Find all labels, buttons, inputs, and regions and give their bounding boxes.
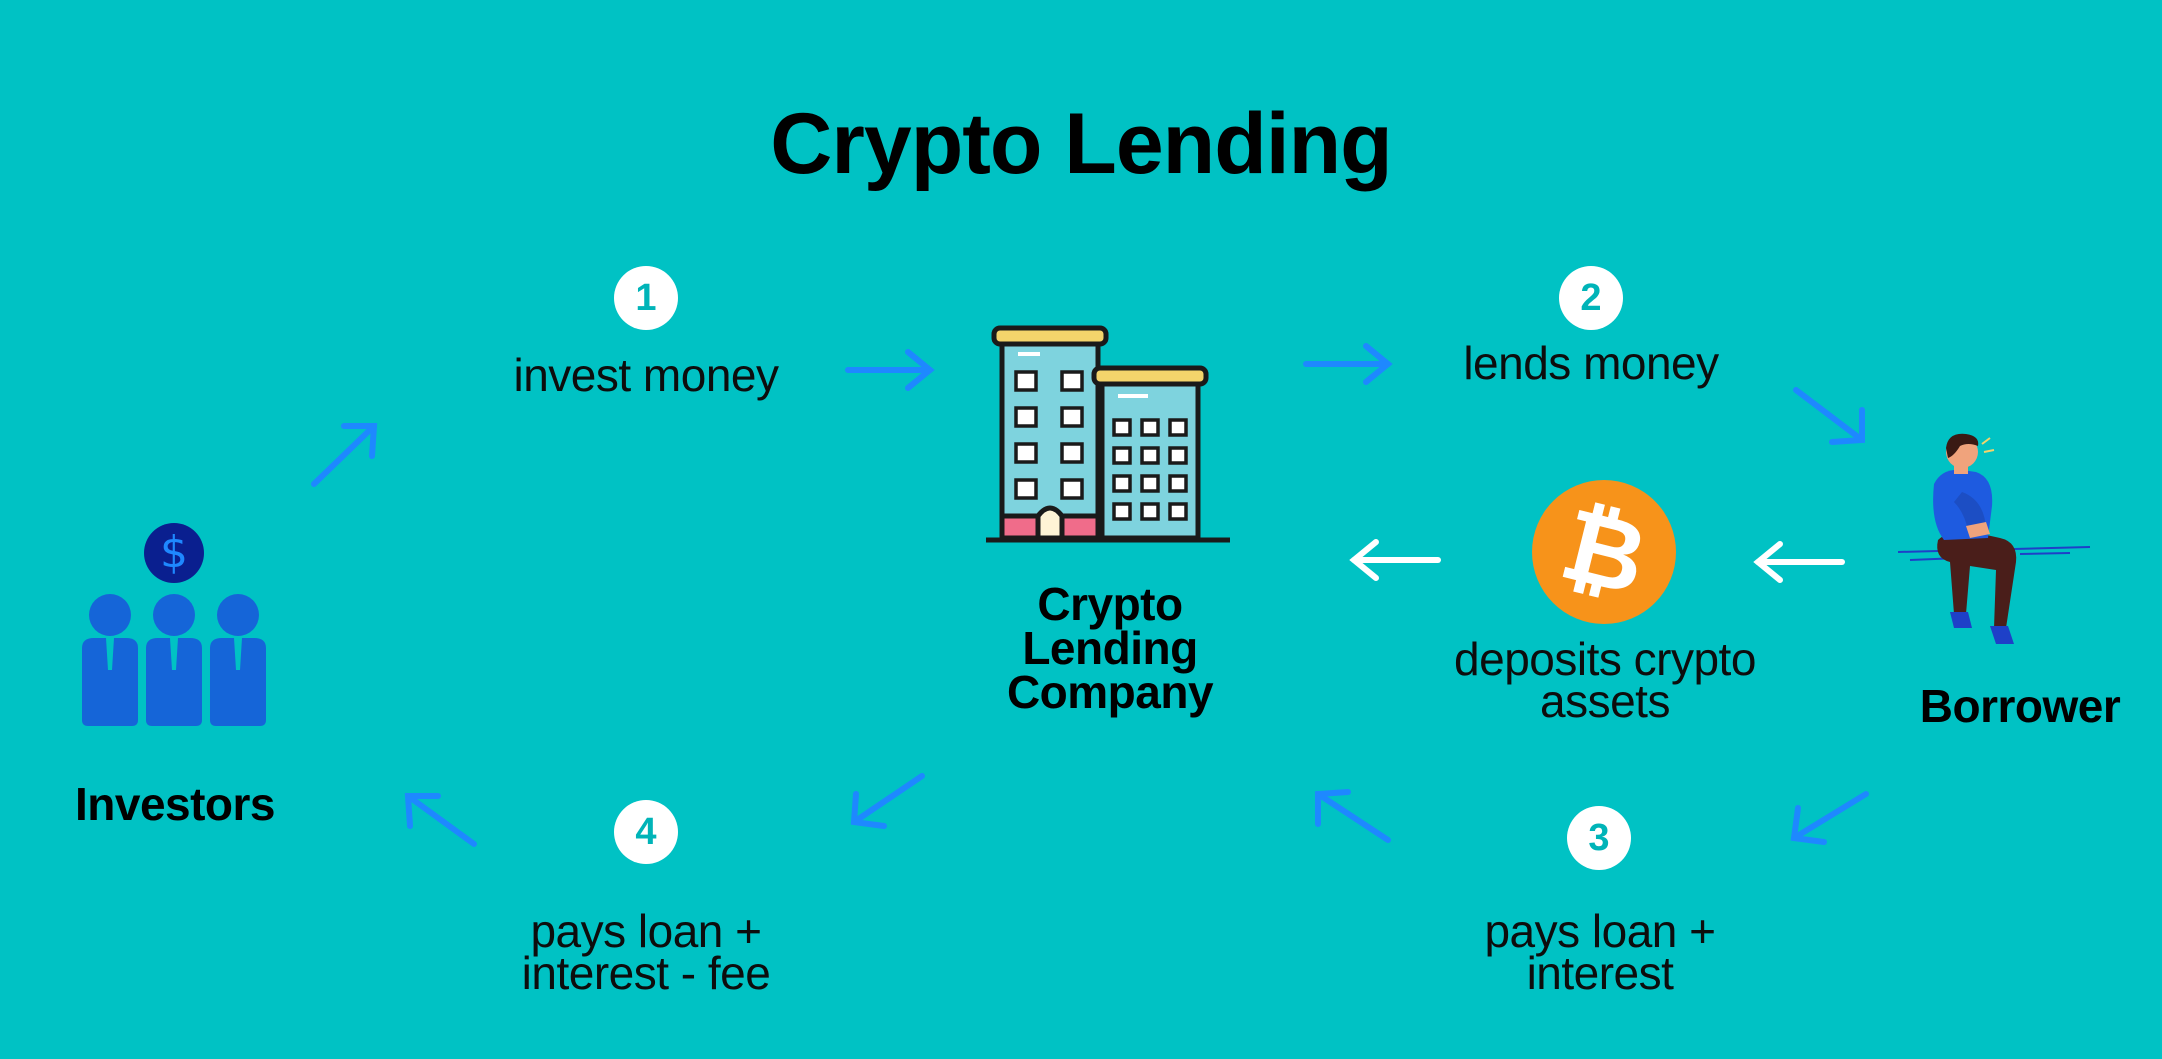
arrow-borrower-to-bitcoin [1753, 541, 1845, 583]
arrow-bitcoin-to-company [1349, 539, 1441, 581]
step-2-label: lends money [1463, 337, 1719, 389]
office-building-icon [980, 320, 1240, 550]
collateral-label-line2: assets [1540, 675, 1670, 727]
arrow-company-to-step4 [850, 773, 925, 829]
arrow-step4-to-investors [404, 793, 477, 847]
dollar-coin-icon: $ [160, 527, 188, 578]
investors-label: Investors [74, 778, 276, 830]
step-4-label-line2: interest - fee [521, 947, 771, 999]
arrow-borrower-to-step3 [1790, 791, 1869, 845]
step-3-label-line1: pays loan + [1484, 905, 1716, 957]
arrow-step2-to-borrower [1793, 387, 1865, 445]
arrow-step1-to-company [845, 349, 935, 391]
borrower-label: Borrower [1919, 680, 2121, 732]
step-1-label: invest money [513, 349, 779, 401]
step-3-badge: 3 [1567, 806, 1631, 870]
step-1-badge: 1 [614, 266, 678, 330]
arrow-step3-to-company [1315, 789, 1391, 843]
borrower-person-icon [1890, 430, 2100, 650]
arrow-company-to-step2 [1303, 343, 1393, 385]
collateral-label-line1: deposits crypto [1454, 633, 1756, 685]
company-label-line3: Company [1006, 666, 1214, 718]
step-3-label: pays loan + interest [1440, 905, 1760, 999]
step-3-label-line2: interest [1526, 947, 1674, 999]
investors-group-icon [70, 520, 280, 730]
diagram-title: Crypto Lending [770, 96, 1392, 192]
company-label-line2: Lending [1022, 622, 1198, 674]
bitcoin-symbol: ₿ [1550, 484, 1658, 619]
company-label: Crypto Lending Company [960, 578, 1260, 718]
step-4-badge: 4 [614, 800, 678, 864]
bitcoin-coin-icon: ₿ [1532, 480, 1676, 624]
collateral-label: deposits crypto assets [1410, 633, 1800, 727]
step-4-label-line1: pays loan + [530, 905, 762, 957]
step-2-badge: 2 [1559, 266, 1623, 330]
arrow-investors-to-step1 [311, 423, 378, 487]
company-label-line1: Crypto [1037, 578, 1183, 630]
step-4-label: pays loan + interest - fee [470, 905, 822, 999]
